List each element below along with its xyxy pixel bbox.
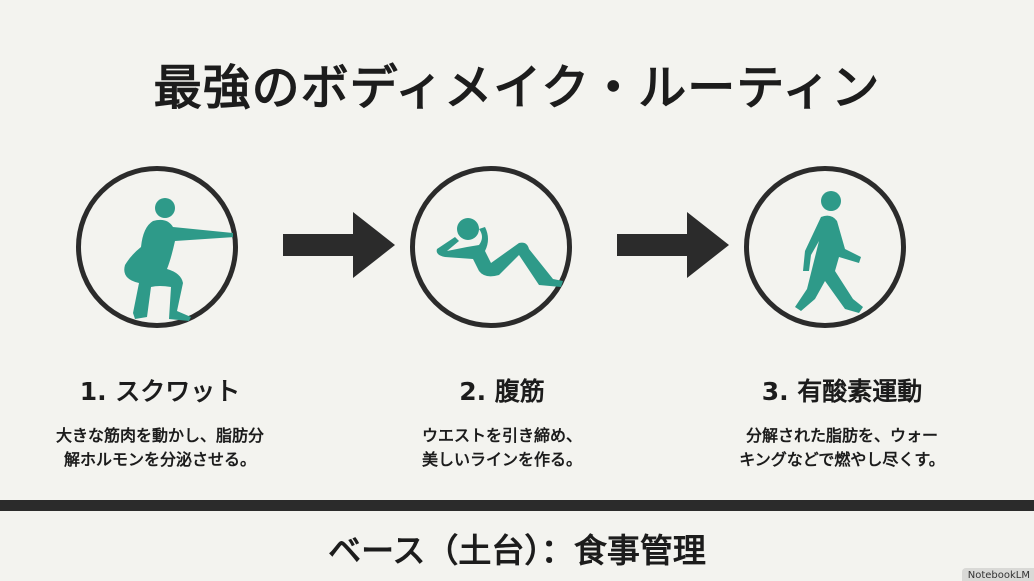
step-heading: 1. スクワット [79,377,241,406]
desc-line: 解ホルモンを分泌させる。 [63,450,256,469]
step-3-circle [744,166,906,328]
step-heading: 3. 有酸素運動 [761,377,923,406]
step-heading: 2. 腹筋 [459,377,545,406]
desc-line: 分解された脂肪を、ウォー [745,426,938,445]
squat-figure-icon [124,198,233,321]
step-cardio: 3. 有酸素運動 分解された脂肪を、ウォーキングなどで燃やし尽くす。 [682,372,1002,472]
base-label: ベース（土台）：食事管理 [328,531,706,570]
step-2-circle [410,166,572,328]
base-divider [0,500,1034,511]
step-description: 大きな筋肉を動かし、脂肪分解ホルモンを分泌させる。 [0,424,320,472]
step-1-circle [76,166,238,328]
desc-line: 美しいラインを作る。 [421,450,582,469]
step-abs: 2. 腹筋 ウエストを引き締め、美しいラインを作る。 [342,372,662,472]
step-squat: 1. スクワット 大きな筋肉を動かし、脂肪分解ホルモンを分泌させる。 [0,372,320,472]
watermark-badge: NotebookLM [961,568,1034,581]
arrow-right-icon [283,212,395,278]
page-title: 最強のボディメイク・ルーティン [153,60,881,116]
desc-line: キングなどで燃やし尽くす。 [739,450,945,469]
desc-line: 大きな筋肉を動かし、脂肪分 [55,426,264,445]
situp-figure-icon [436,218,563,287]
step-description: ウエストを引き締め、美しいラインを作る。 [342,424,662,472]
step-description: 分解された脂肪を、ウォーキングなどで燃やし尽くす。 [682,424,1002,472]
desc-line: ウエストを引き締め、 [421,426,582,445]
walking-figure-icon [795,191,863,313]
arrow-right-icon [617,212,729,278]
